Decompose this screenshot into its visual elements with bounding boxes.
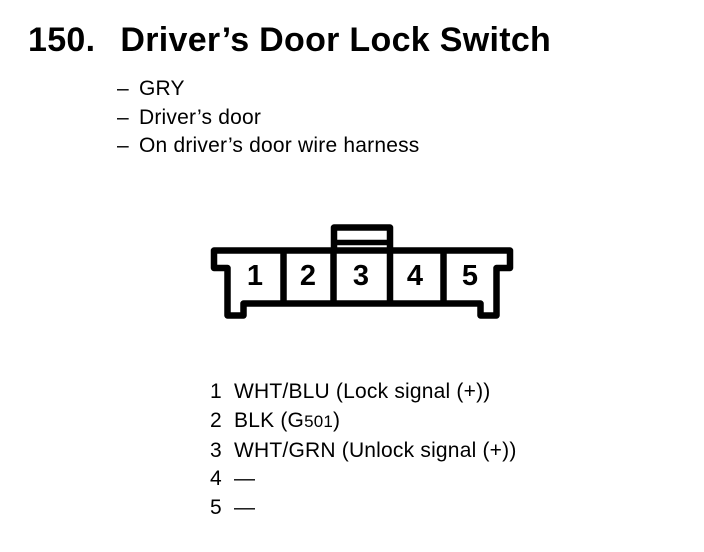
- page-title: 150. Driver’s Door Lock Switch: [28, 22, 551, 58]
- pin-cell-number: 5: [462, 260, 478, 292]
- dash-bullet: –: [117, 105, 129, 129]
- dash-bullet: –: [117, 77, 129, 100]
- pin-label-text: BLK (G: [234, 408, 305, 432]
- pin-label: BLK (G501): [234, 407, 340, 437]
- pin-number: 1: [210, 380, 222, 403]
- property-line: – Driver’s door: [117, 104, 419, 133]
- cell-dividers: [280, 250, 447, 304]
- pin-cell-number: 3: [353, 260, 369, 292]
- pin-label: —: [234, 496, 256, 520]
- property-line: – GRY: [117, 75, 419, 104]
- pin-label-text: ): [333, 408, 341, 432]
- pin-number: 3: [210, 438, 222, 462]
- pin-label: WHT/GRN (Unlock signal (+)): [234, 438, 517, 462]
- pin-number: 2: [210, 408, 222, 432]
- ground-code-number: 501: [304, 411, 334, 431]
- pin-legend: 1 WHT/BLU (Lock signal (+)) 2 BLK (G501)…: [210, 378, 517, 523]
- property-harness: On driver’s door wire harness: [139, 134, 420, 157]
- item-title: Driver’s Door Lock Switch: [120, 21, 552, 59]
- pin-number: 5: [210, 496, 222, 520]
- connector-diagram: 1 2 3 4 5: [210, 224, 514, 319]
- pin-row: 2 BLK (G501): [210, 407, 517, 437]
- pin-number: 4: [210, 467, 222, 491]
- property-location: Driver’s door: [139, 105, 262, 129]
- property-color: GRY: [139, 77, 185, 100]
- property-line: – On driver’s door wire harness: [117, 132, 419, 161]
- pin-cell-numbers: 1 2 3 4 5: [247, 260, 478, 292]
- item-number: 150.: [28, 21, 96, 59]
- pin-row: 4 —: [210, 465, 517, 494]
- pin-label: WHT/BLU (Lock signal (+)): [234, 380, 491, 403]
- connector-body-outline: [210, 247, 514, 319]
- pin-cell-number: 4: [407, 260, 423, 292]
- pin-cell-number: 1: [247, 260, 263, 292]
- pin-row: 3 WHT/GRN (Unlock signal (+)): [210, 437, 517, 466]
- pin-label: —: [234, 467, 256, 491]
- dash-bullet: –: [117, 134, 129, 157]
- connector-properties: – GRY – Driver’s door – On driver’s door…: [117, 75, 419, 161]
- pin-row: 1 WHT/BLU (Lock signal (+)): [210, 378, 517, 407]
- pin-row: 5 —: [210, 494, 517, 523]
- pin-cell-number: 2: [300, 260, 316, 292]
